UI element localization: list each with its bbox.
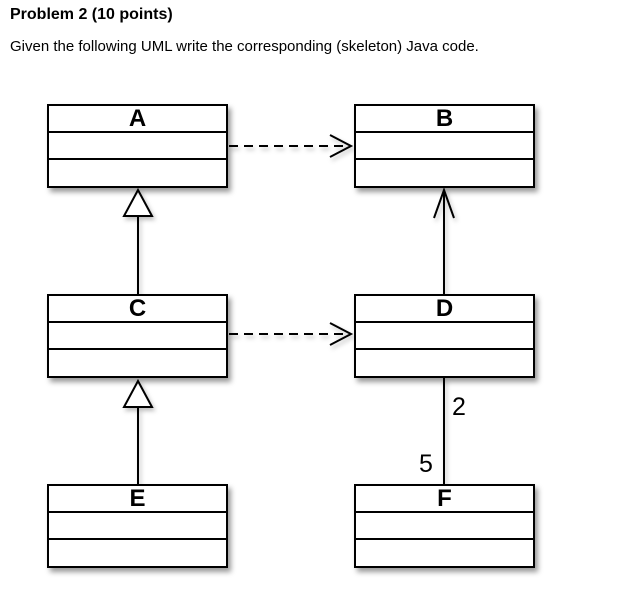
operations-compartment [356,540,533,566]
class-name-compartment: F [356,486,533,513]
attributes-compartment [356,513,533,540]
class-box-b: B [354,104,535,188]
class-name-label: F [437,485,452,512]
class-name-label: B [435,105,454,132]
class-name-label: D [435,295,454,322]
class-name-compartment: E [49,486,226,513]
multiplicity-label-d-end: 2 [452,393,466,421]
generalization-arrow-e-c [122,378,154,484]
attributes-compartment [49,133,226,160]
class-name-compartment: A [49,106,226,133]
operations-compartment [356,160,533,186]
class-name-label: E [129,485,146,512]
class-name-compartment: C [49,296,226,323]
attributes-compartment [356,323,533,350]
dependency-arrow-a-b [229,134,354,158]
class-name-compartment: B [356,106,533,133]
operations-compartment [356,350,533,376]
class-name-compartment: D [356,296,533,323]
class-box-d: D [354,294,535,378]
class-box-f: F [354,484,535,568]
dependency-arrow-c-d [229,322,354,346]
operations-compartment [49,540,226,566]
attributes-compartment [356,133,533,160]
class-box-c: C [47,294,228,378]
class-name-label: C [128,295,147,322]
directed-association-arrow-d-b [433,187,455,294]
generalization-arrow-c-a [122,187,154,294]
operations-compartment [49,350,226,376]
class-name-label: A [128,105,147,132]
operations-compartment [49,160,226,186]
class-box-e: E [47,484,228,568]
problem-title: Problem 2 (10 points) [10,6,173,23]
multiplicity-label-f-end: 5 [419,450,433,478]
instruction-text: Given the following UML write the corres… [10,38,479,55]
attributes-compartment [49,513,226,540]
class-box-a: A [47,104,228,188]
attributes-compartment [49,323,226,350]
